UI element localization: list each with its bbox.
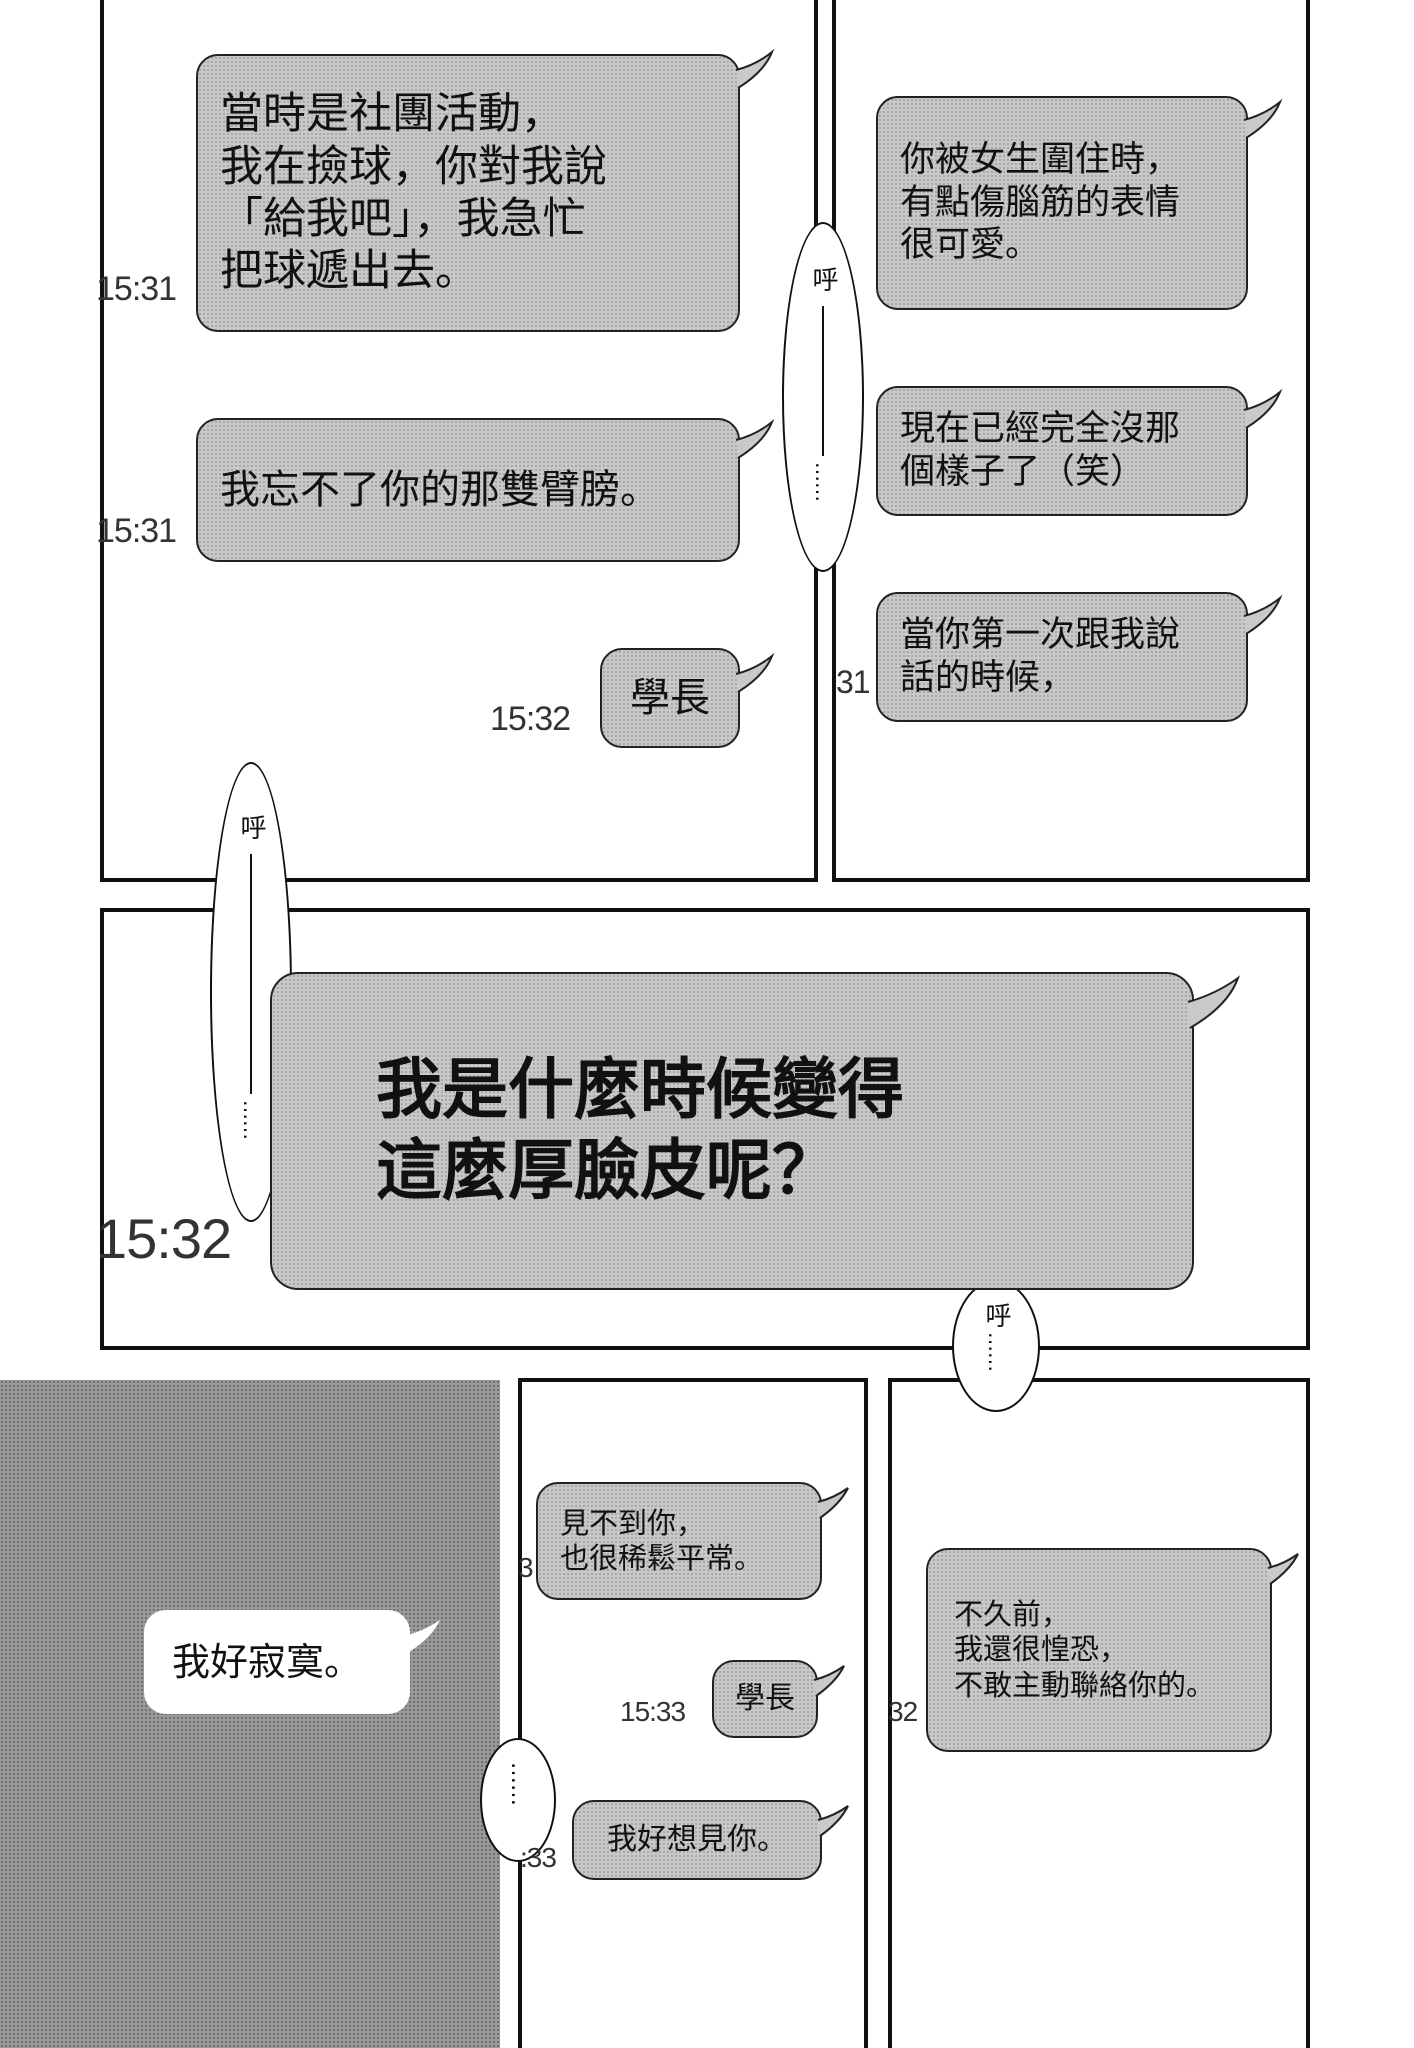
chat-bubble-lonely: 我好寂寞。 — [144, 1610, 410, 1714]
chat-bubble-text: 學長 — [630, 674, 710, 721]
chat-bubble-miss-you: 我好想見你。 — [572, 1800, 822, 1880]
panel-bottom-left — [0, 1380, 500, 2048]
timestamp: 15:32 — [490, 700, 571, 738]
sigh-balloon-bottom: 呼 …… — [952, 1280, 1040, 1412]
chat-bubble-afraid: 不久前， 我還很惶恐， 不敢主動聯絡你的。 — [926, 1548, 1272, 1752]
timestamp: 15:31 — [96, 512, 177, 550]
sigh-text: 呼 — [236, 814, 266, 840]
chat-bubble-memory: 當時是社團活動， 我在撿球，你對我說 「給我吧」，我急忙 把球遞出去。 — [196, 54, 740, 332]
chat-bubble-text: 見不到你， 也很稀鬆平常。 — [560, 1505, 764, 1575]
chat-bubble-common: 見不到你， 也很稀鬆平常。 — [536, 1482, 822, 1600]
bubble-tail — [1243, 594, 1283, 635]
chat-bubble-text: 不久前， 我還很惶恐， 不敢主動聯絡你的。 — [954, 1596, 1216, 1702]
chat-bubble-text: 當你第一次跟我說 話的時候， — [900, 615, 1181, 698]
bubble-tail — [813, 1665, 845, 1697]
sigh-text: 呼 — [808, 266, 838, 292]
sigh-dots: …… — [506, 1762, 531, 1806]
timestamp: 15:33 — [620, 1696, 686, 1727]
sigh-balloon-top: 呼 …… — [782, 222, 864, 572]
sigh-line — [822, 306, 824, 456]
bubble-tail — [1187, 975, 1241, 1029]
chat-bubble-senpai-2: 學長 — [712, 1660, 818, 1738]
bubble-tail — [735, 48, 775, 89]
bubble-tail — [404, 1620, 440, 1654]
chat-bubble-shameless: 我是什麼時候變得 這麼厚臉皮呢？ — [270, 972, 1194, 1290]
chat-bubble-laugh: 現在已經完全沒那 個樣子了（笑） — [876, 386, 1248, 516]
bubble-tail — [735, 652, 775, 693]
timestamp: 15:31 — [96, 270, 177, 308]
timestamp-fragment: 32 — [888, 1696, 918, 1727]
sigh-dots: …… — [984, 1332, 1008, 1372]
chat-bubble-text: 學長 — [735, 1680, 795, 1716]
chat-bubble-text: 現在已經完全沒那 個樣子了（笑） — [900, 409, 1181, 492]
timestamp-fragment: 31 — [836, 664, 871, 700]
chat-bubble-text: 我忘不了你的那雙臂膀。 — [220, 466, 660, 513]
bubble-tail — [1243, 388, 1283, 429]
chat-bubble-senpai: 學長 — [600, 648, 740, 748]
sigh-line — [250, 854, 252, 1094]
chat-bubble-text: 我好想見你。 — [607, 1821, 787, 1857]
bubble-tail — [817, 1487, 849, 1519]
sigh-balloon-dots: …… — [480, 1738, 556, 1862]
chat-bubble-arms: 我忘不了你的那雙臂膀。 — [196, 418, 740, 562]
sigh-dots: …… — [811, 462, 835, 502]
sigh-dots: …… — [239, 1100, 263, 1140]
bubble-tail — [817, 1805, 849, 1837]
chat-bubble-cute: 你被女生圍住時， 有點傷腦筋的表情 很可愛。 — [876, 96, 1248, 310]
bubble-tail — [1267, 1553, 1299, 1585]
chat-bubble-first-talk: 當你第一次跟我說 話的時候， — [876, 592, 1248, 722]
timestamp: 15:32 — [96, 1207, 232, 1270]
chat-bubble-text: 我好寂寞。 — [172, 1639, 363, 1684]
bubble-tail — [735, 418, 775, 459]
sigh-text: 呼 — [981, 1302, 1011, 1328]
chat-bubble-text: 當時是社團活動， 我在撿球，你對我說 「給我吧」，我急忙 把球遞出去。 — [220, 89, 607, 297]
chat-bubble-text: 你被女生圍住時， 有點傷腦筋的表情 很可愛。 — [900, 139, 1181, 266]
bubble-tail — [1243, 98, 1283, 139]
chat-bubble-text: 我是什麼時候變得 這麼厚臉皮呢？ — [376, 1051, 904, 1209]
timestamp-fragment: :33 — [520, 1842, 557, 1873]
timestamp-fragment: 3 — [518, 1552, 534, 1583]
